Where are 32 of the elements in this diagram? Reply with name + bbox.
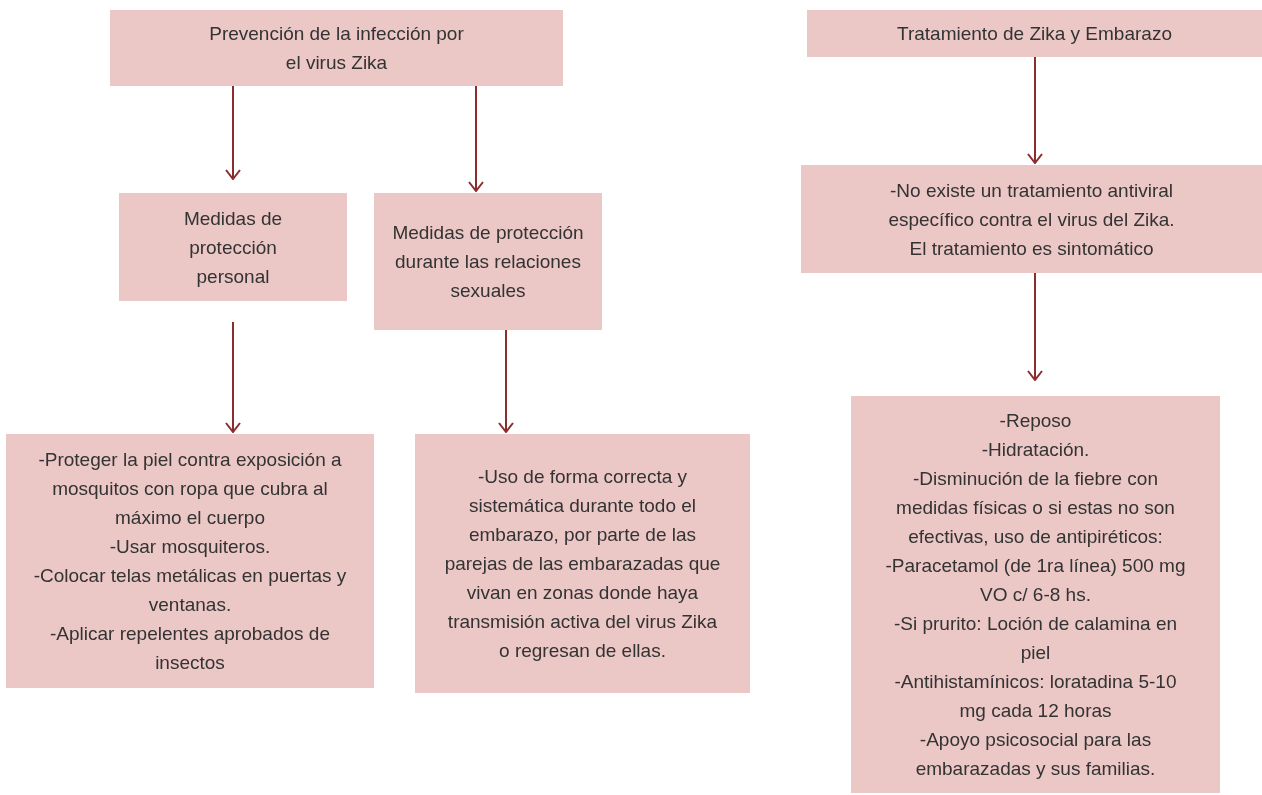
box-text: Prevención de la infección por el virus Zika — [208, 22, 465, 75]
process-box — [801, 165, 1262, 273]
box-text: -Apoyo psicosocial para las embarazadas y sus familias. — [914, 728, 1157, 781]
arrow — [468, 85, 484, 192]
box-text: -Uso de forma correcta y sistemática durante todo el embarazo, por parte de las parejas de las embarazadas que vivan en zonas donde haya transmisión activa del virus Zika o regresan de ellas. — [443, 465, 722, 663]
box-text: -Usar mosquiteros. — [109, 535, 271, 559]
process-box — [119, 193, 347, 301]
box-text: -Reposo — [999, 409, 1072, 433]
box-text: -Hidratación. — [981, 438, 1090, 462]
box-text: -Antihistamínicos: loratadina 5-10 mg cada 12 horas — [893, 670, 1178, 723]
box-text: Medidas de protección personal — [182, 206, 284, 289]
box-text: El tratamiento es sintomático — [909, 236, 1154, 261]
arrow — [225, 321, 241, 433]
box-text: -No existe un tratamiento antiviral específico contra el virus del Zika. — [887, 178, 1176, 232]
box-text: -Aplicar repelentes aprobados de insectos — [49, 622, 331, 675]
arrow — [225, 85, 241, 180]
process-box — [807, 10, 1262, 57]
process-box — [110, 10, 563, 86]
box-text: -Disminución de la fiebre con medidas físicas o si estas no son efectivas, uso de antipiréticos: — [895, 467, 1176, 549]
box-text: -Si prurito: Loción de calamina en piel — [892, 612, 1178, 665]
process-box — [415, 434, 750, 693]
box-text: -Paracetamol (de 1ra línea) 500 mg VO c/ 6-8 hs. — [884, 554, 1187, 607]
process-box — [374, 193, 602, 330]
process-box — [851, 396, 1220, 793]
box-text: Tratamiento de Zika y Embarazo — [897, 22, 1172, 46]
box-text: -Colocar telas metálicas en puertas y ventanas. — [32, 564, 348, 617]
box-text: -Proteger la piel contra exposición a mosquitos con ropa que cubra al máximo el cuerpo — [37, 448, 343, 530]
box-text: Medidas de protección durante las relaciones sexuales — [391, 221, 585, 303]
arrow — [1027, 272, 1043, 381]
arrow — [498, 329, 514, 433]
process-box — [6, 434, 374, 688]
arrow — [1027, 56, 1043, 164]
